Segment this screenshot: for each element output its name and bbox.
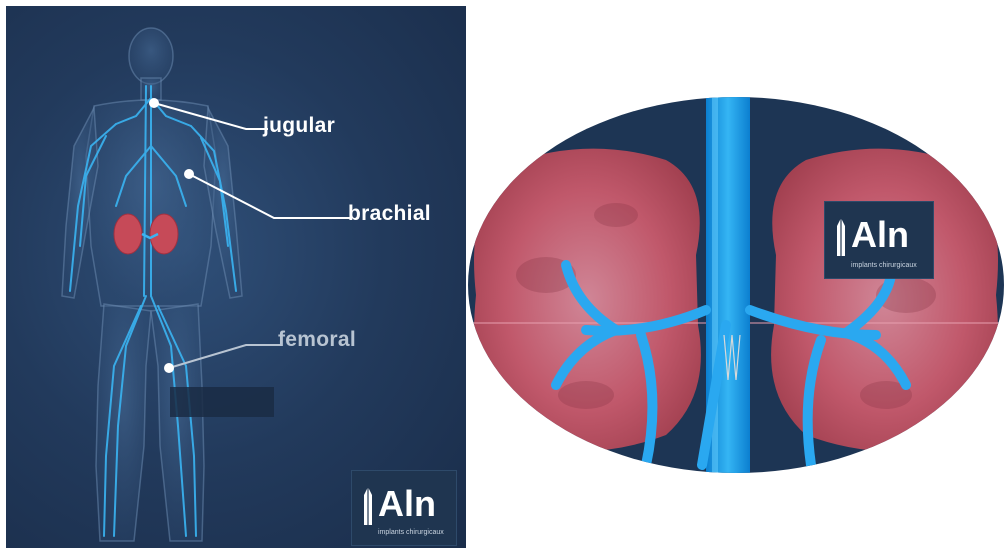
kidney-oval-panel: Aln implants chirurgicaux: [466, 95, 1006, 475]
label-femoral: femoral: [278, 328, 356, 352]
body-illustration: [6, 6, 466, 548]
aln-logo-right: Aln implants chirurgicaux: [824, 201, 934, 279]
kidney-illustration: [466, 95, 1006, 475]
label-jugular: jugular: [263, 114, 335, 138]
logo-subtitle: implants chirurgicaux: [378, 529, 444, 536]
logo-subtitle: implants chirurgicaux: [851, 262, 917, 269]
overlay-block: [170, 387, 274, 417]
logo-text: Aln: [851, 214, 909, 256]
label-brachial: brachial: [348, 202, 431, 226]
logo-mark-icon: [362, 485, 374, 525]
body-diagram-panel: jugular brachial femoral Aln implants ch…: [6, 6, 466, 548]
aln-logo-left: Aln implants chirurgicaux: [351, 470, 457, 546]
logo-mark-icon: [835, 216, 847, 256]
logo-text: Aln: [378, 483, 436, 525]
